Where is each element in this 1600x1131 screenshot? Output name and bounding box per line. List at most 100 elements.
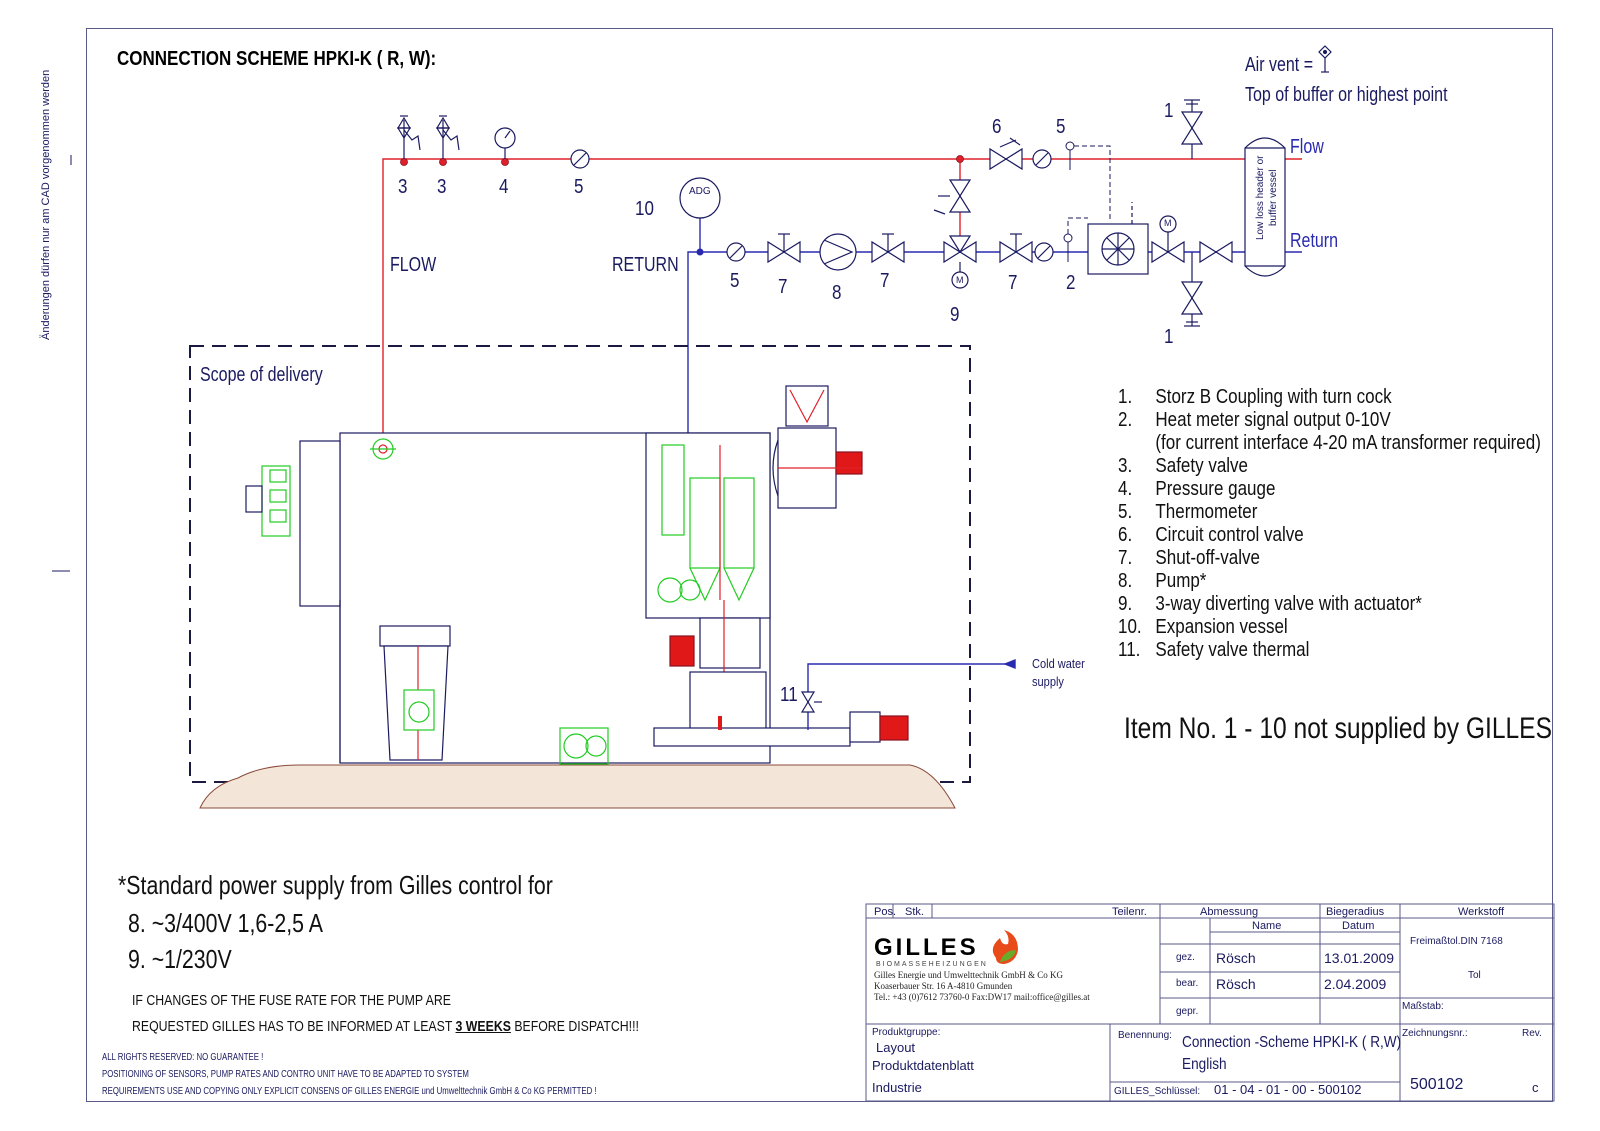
tb-pg-3: Industrie [872, 1080, 922, 1095]
burner-unit [245, 465, 291, 537]
legend-item: 8.Pump* [1118, 570, 1207, 592]
component-number: 4 [499, 176, 509, 198]
tb-benennung-1: Connection -Scheme HPKI-K ( R,W) [1182, 1034, 1402, 1051]
power-supply-line-8: 8. ~3/400V 1,6-2,5 A [128, 908, 323, 938]
tb-tol: Tol [1468, 970, 1481, 981]
tb-produktgruppe: Produktgruppe: [872, 1027, 941, 1038]
fuse-notice-line-2: REQUESTED GILLES HAS TO BE INFORMED AT L… [132, 1018, 639, 1035]
legend-item: 7.Shut-off-valve [1118, 547, 1260, 569]
tb-revision: c [1532, 1080, 1539, 1095]
expansion-vessel-tag: ADG [689, 186, 711, 197]
thermometer-icon [1034, 242, 1054, 262]
tb-schluessel-label: GILLES_Schlüssel: [1114, 1086, 1201, 1097]
cold-water-label-1: Cold water [1032, 656, 1085, 671]
page-title: CONNECTION SCHEME HPKI-K ( R, W): [117, 48, 437, 70]
tb-bear-name: Rösch [1216, 976, 1256, 992]
shut-off-valve-icon [767, 233, 801, 264]
company-line-2: Koaserbauer Str. 16 A-4810 Gmunden [874, 981, 1013, 991]
tb-zeichnungsnr: Zeichnungsnr.: [1402, 1028, 1468, 1039]
air-vent-note: Top of buffer or highest point [1245, 84, 1448, 106]
thermometer-icon [570, 149, 590, 169]
legend-item: 4.Pressure gauge [1118, 478, 1276, 500]
tb-massstab: Maßstab: [1402, 1001, 1444, 1012]
legend-item: (for current interface 4-20 mA transform… [1155, 432, 1541, 454]
buffer-vessel-label-1: Low loss header or [1255, 155, 1266, 241]
tb-gepr: gepr. [1176, 1006, 1199, 1017]
pressure-gauge-icon [494, 127, 516, 159]
drawing-frame [86, 28, 1553, 1102]
return-pipe [687, 218, 1302, 441]
scope-of-delivery-label: Scope of delivery [200, 364, 323, 386]
shut-off-valve-icon [1199, 240, 1233, 264]
buffer-flow-label: Flow [1290, 136, 1324, 158]
legend-item: 5.Thermometer [1118, 501, 1258, 523]
component-number: 7 [1008, 272, 1018, 294]
tb-tolerance: Freimaßtol.DIN 7168 [1410, 936, 1503, 947]
legend-item: 11.Safety valve thermal [1118, 639, 1310, 661]
legend-item: 2.Heat meter signal output 0-10V [1118, 409, 1391, 431]
buffer-return-label: Return [1290, 230, 1339, 252]
drive-unit [559, 727, 609, 765]
power-supply-heading: *Standard power supply from Gilles contr… [118, 870, 553, 900]
tb-teilenr: Teilenr. [1112, 906, 1147, 918]
cold-water-label-2: supply [1032, 674, 1064, 689]
component-number: 5 [574, 176, 584, 198]
tb-name-header: Name [1252, 920, 1282, 932]
fan-unit [772, 385, 863, 509]
tb-schluessel: 01 - 04 - 01 - 00 - 500102 [1214, 1082, 1362, 1097]
power-supply-line-9: 9. ~1/230V [128, 944, 232, 974]
component-number: 3 [398, 176, 408, 198]
component-number: 1 [1164, 326, 1174, 348]
margin-note: Änderungen dürfen nur am CAD vorgenommen… [40, 69, 52, 340]
thermal-safety-valve-icon [800, 691, 822, 713]
motorized-valve-icon [1151, 215, 1185, 264]
buffer-vessel-icon [1244, 137, 1286, 277]
gilles-logo-subtitle: BIOMASSEHEIZUNGEN [876, 961, 988, 968]
legend-item: 3.Safety valve [1118, 455, 1249, 477]
tb-pg-2: Produktdatenblatt [872, 1058, 974, 1073]
company-line-3: Tel.: +43 (0)7612 73760-0 Fax:DW17 mail:… [874, 992, 1090, 1002]
tb-bear-date: 2.04.2009 [1324, 976, 1387, 992]
safety-valve-icon [435, 115, 460, 159]
gilles-logo-flame-icon [992, 930, 1018, 964]
feed-screw [653, 635, 909, 747]
bypass-valve-icon [933, 179, 972, 215]
thermometer-icon [1032, 149, 1052, 169]
storz-coupling-icon [1180, 99, 1204, 159]
ash-container [379, 625, 451, 761]
buffer-vessel-label-2: buffer vessel [1268, 169, 1279, 226]
flow-label: FLOW [390, 254, 437, 276]
tb-datum-header: Datum [1342, 920, 1375, 932]
tb-benennung-2: English [1182, 1056, 1227, 1073]
cyclone-unit [657, 444, 755, 603]
rights-line-3: REQUIREMENTS USE AND COPYING ONLY EXPLIC… [102, 1086, 597, 1097]
return-junction [696, 248, 704, 256]
tb-bear: bear. [1176, 978, 1199, 989]
component-number: 10 [635, 198, 654, 220]
tb-gez: gez. [1176, 952, 1195, 963]
component-number: 3 [437, 176, 447, 198]
expansion-vessel-icon [679, 177, 721, 219]
storz-coupling-icon [1180, 252, 1204, 327]
legend-item: 10.Expansion vessel [1118, 616, 1288, 638]
component-number: 5 [730, 270, 740, 292]
ground-hatch [199, 764, 956, 809]
component-number: 2 [1066, 272, 1076, 294]
not-supplied-note: Item No. 1 - 10 not supplied by GILLES [1124, 712, 1553, 745]
component-number: 5 [1056, 116, 1066, 138]
component-number: 7 [880, 270, 890, 292]
legend-item: 1.Storz B Coupling with turn cock [1118, 386, 1392, 408]
legend-item: 9.3-way diverting valve with actuator* [1118, 593, 1422, 615]
air-vent-icon [1318, 45, 1332, 73]
rights-line-1: ALL RIGHTS RESERVED: NO GUARANTEE ! [102, 1052, 264, 1063]
actuator-tag: M [956, 275, 964, 285]
pump-icon [819, 233, 857, 271]
component-legend: 1.Storz B Coupling with turn cock 2.Heat… [1118, 386, 1600, 662]
three-way-valve-icon [943, 235, 977, 289]
component-number: 7 [778, 276, 788, 298]
component-number: 1 [1164, 100, 1174, 122]
flow-connection-icon [370, 438, 396, 460]
circuit-control-valve-icon [989, 137, 1023, 171]
tb-werkstoff: Werkstoff [1458, 906, 1505, 918]
